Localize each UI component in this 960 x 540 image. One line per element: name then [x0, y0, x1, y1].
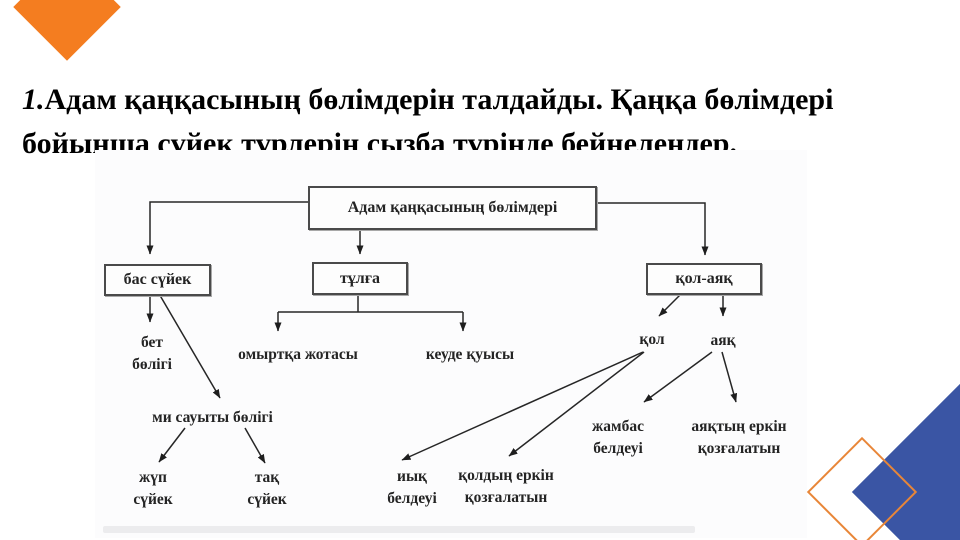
diagram-node-tulga: тұлға — [312, 262, 408, 295]
diagram-label-kol: қол — [639, 331, 665, 348]
diagram-label-zhup-suyek: жүп сүйек — [133, 469, 173, 508]
diagram-connectors — [146, 201, 738, 464]
title-line-1: 1.Адам қаңқасының бөлімдерін талдайды. Қ… — [22, 78, 927, 122]
diagram-label-zhambas-beldeui: жамбас белдеуі — [592, 418, 644, 457]
diagram-label-ayaktyn-erkin: аяқтың еркін қозғалатын — [691, 418, 787, 457]
diagram-label-tak-suyek: тақ сүйек — [247, 469, 287, 508]
diagram-label-ayak: аяқ — [710, 332, 736, 349]
orange-diamond-decoration — [13, 0, 121, 61]
diagram-node-kol-ayak: қол-аяқ — [646, 263, 762, 295]
skeleton-diagram-image: Адам қаңқасының бөлімдері бас сүйек тұлғ… — [95, 150, 807, 538]
diagram-node-root: Адам қаңқасының бөлімдері — [308, 186, 597, 230]
diagram-label-keude-kuysy: кеуде қуысы — [425, 346, 515, 363]
diagram-label-bet-boligi: бет бөлігі — [132, 334, 172, 373]
diagram-label-iyk-beldeui: иық белдеуі — [387, 468, 437, 507]
diagram-node-bas-suyek: бас сүйек — [104, 264, 211, 296]
diagram-label-koldyn-erkin: қолдың еркін қозғалатын — [458, 467, 554, 506]
diagram-label-mi-sauyty-boligi: ми сауыты бөлігі — [152, 409, 273, 426]
title-number: 1. — [22, 83, 45, 116]
diagram-label-omyrtka-zhotasy: омыртқа жотасы — [238, 346, 358, 363]
scan-shadow-band — [103, 526, 695, 533]
title-line-1-text: Адам қаңқасының бөлімдерін талдайды. Қаң… — [44, 83, 834, 116]
